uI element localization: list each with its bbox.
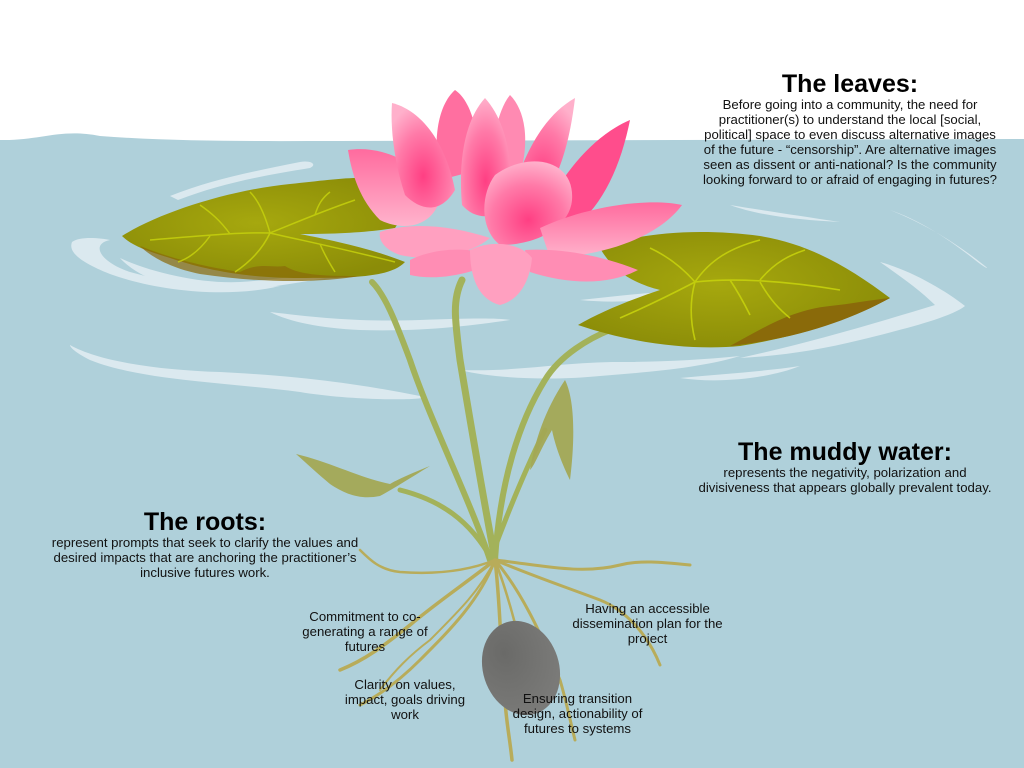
roots-annotation: The roots: represent prompts that seek t… <box>30 510 380 581</box>
lily-pad-left <box>122 177 420 282</box>
root-prompt-commitment: Commitment to co-generating a range of f… <box>302 609 428 654</box>
lily-pad-right <box>578 232 890 348</box>
muddy-water-body: represents the negativity, polarization … <box>698 465 992 496</box>
stone <box>481 620 561 716</box>
submerged-leaves <box>296 380 574 498</box>
roots-title: The roots: <box>143 508 267 536</box>
root-prompt-transition: Ensuring transition design, actionabilit… <box>512 691 643 736</box>
root-prompt-clarity: Clarity on values, impact, goals driving… <box>344 677 466 722</box>
leaves-title: The leaves: <box>781 70 919 98</box>
muddy-water-title: The muddy water: <box>738 438 952 466</box>
leaves-body: Before going into a community, the need … <box>703 97 997 188</box>
muddy-water-annotation: The muddy water: represents the negativi… <box>690 438 1000 496</box>
leaves-annotation: The leaves: Before going into a communit… <box>700 70 1000 188</box>
water-ripples <box>70 161 987 400</box>
lotus-flower-icon <box>348 90 682 305</box>
root-prompt-dissemination: Having an accessible dissemination plan … <box>572 601 723 646</box>
roots-body: represent prompts that seek to clarify t… <box>51 535 359 581</box>
